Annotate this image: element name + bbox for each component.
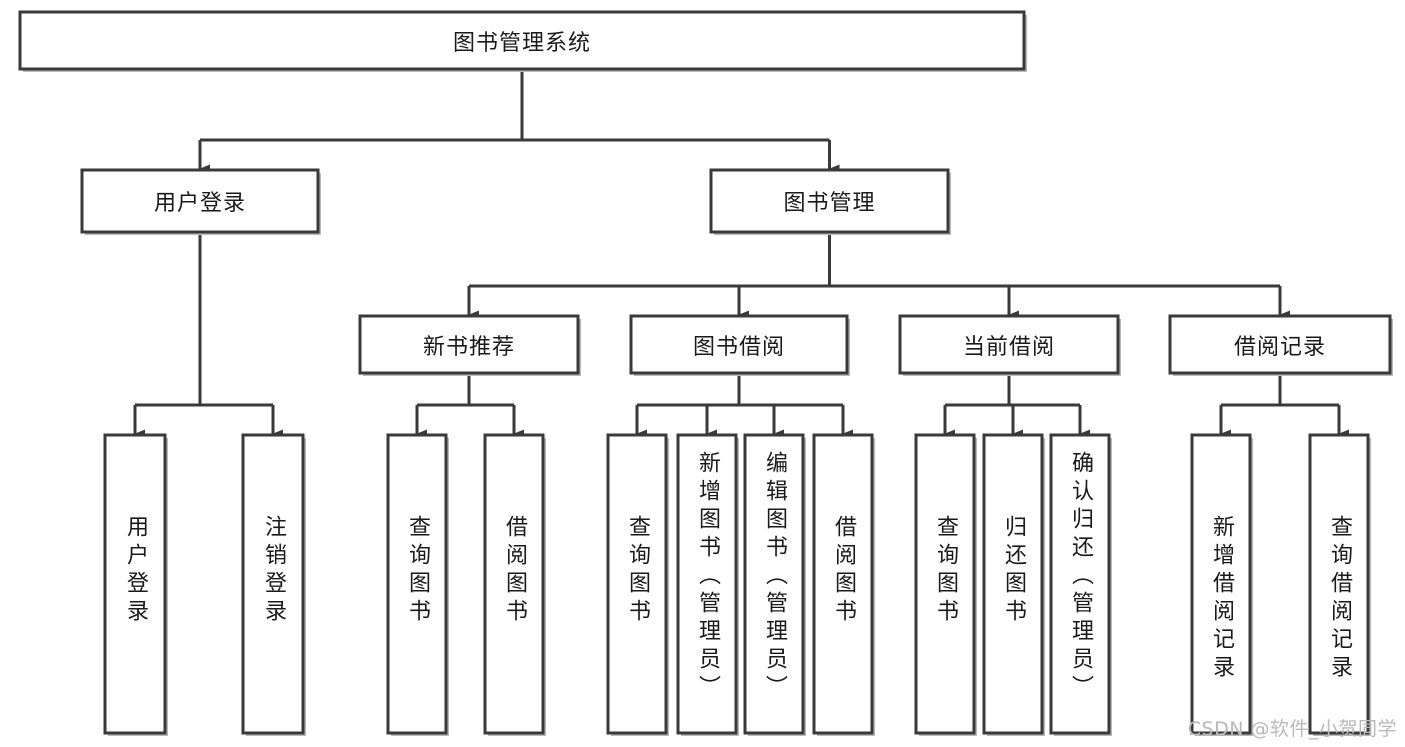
node-box-leaf-return-book[interactable] [982, 433, 1044, 735]
node-box-leaf-add-record[interactable] [1190, 433, 1252, 735]
node-box-leaf-edit-book[interactable] [743, 433, 805, 735]
watermark-text: CSDN @软件_小贺同学 [1187, 718, 1397, 740]
edge-layer [133, 69, 1349, 439]
node-box-leaf-borrow-book-2[interactable] [812, 433, 874, 735]
node-box-leaf-borrow-book-1[interactable] [483, 433, 545, 735]
node-box-new-book-recommend[interactable] [358, 314, 580, 375]
node-box-book-borrow[interactable] [629, 314, 849, 375]
node-box-leaf-query-book-2[interactable] [606, 433, 668, 735]
node-box-current-borrow[interactable] [898, 314, 1120, 375]
node-box-borrow-record[interactable] [1168, 314, 1392, 375]
node-box-leaf-user-logout[interactable] [241, 433, 305, 735]
node-box-leaf-user-login[interactable] [103, 433, 167, 735]
node-box-book-management[interactable] [709, 168, 950, 234]
node-box-root[interactable] [18, 10, 1026, 71]
node-box-leaf-confirm-return[interactable] [1049, 433, 1111, 735]
node-box-leaf-query-book-1[interactable] [386, 433, 448, 735]
node-box-leaf-add-book[interactable] [676, 433, 738, 735]
node-box-leaf-query-record[interactable] [1308, 433, 1370, 735]
node-box-user-login[interactable] [80, 168, 320, 234]
node-layer [18, 10, 1393, 736]
node-box-leaf-query-book-3[interactable] [914, 433, 976, 735]
